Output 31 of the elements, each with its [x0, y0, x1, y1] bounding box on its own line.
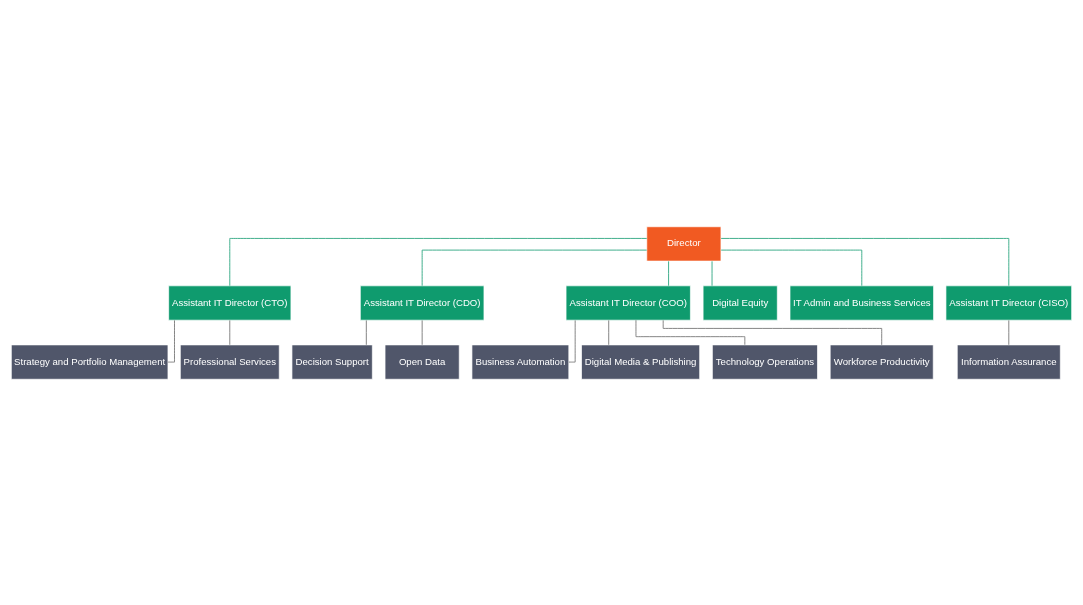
connector [229, 237, 648, 286]
node-box: Digital Equity [702, 285, 778, 320]
node-box: Director [646, 225, 722, 261]
connector [421, 249, 648, 286]
node-box: Professional Services [180, 344, 280, 380]
node-box: Assistant IT Director (CTO) [168, 285, 292, 320]
node-box: Strategy and Portfolio Management [11, 344, 169, 380]
node-box: Business Automation [471, 344, 570, 380]
node-box: Assistant IT Director (COO) [565, 285, 691, 320]
node-box: Technology Operations [712, 344, 818, 380]
connector [608, 319, 610, 345]
node-box: Information Assurance [956, 344, 1061, 380]
connector [365, 319, 367, 345]
connector [229, 319, 231, 345]
node-box: Decision Support [291, 344, 373, 380]
connector [720, 249, 863, 286]
connector [167, 319, 175, 362]
connector [711, 260, 713, 286]
node-box: Workforce Productivity [829, 344, 934, 380]
node-box: IT Admin and Business Services [789, 285, 934, 320]
node-box: Open Data [384, 344, 460, 380]
connector [1008, 319, 1010, 345]
connector [668, 260, 669, 286]
connector [720, 237, 1010, 286]
connector [421, 319, 423, 345]
node-box: Assistant IT Director (CDO) [359, 285, 485, 320]
node-box: Assistant IT Director (CISO) [945, 285, 1072, 320]
connector [662, 319, 883, 345]
connector [568, 319, 576, 362]
connector [635, 319, 746, 345]
node-box: Digital Media & Publishing [581, 344, 700, 380]
